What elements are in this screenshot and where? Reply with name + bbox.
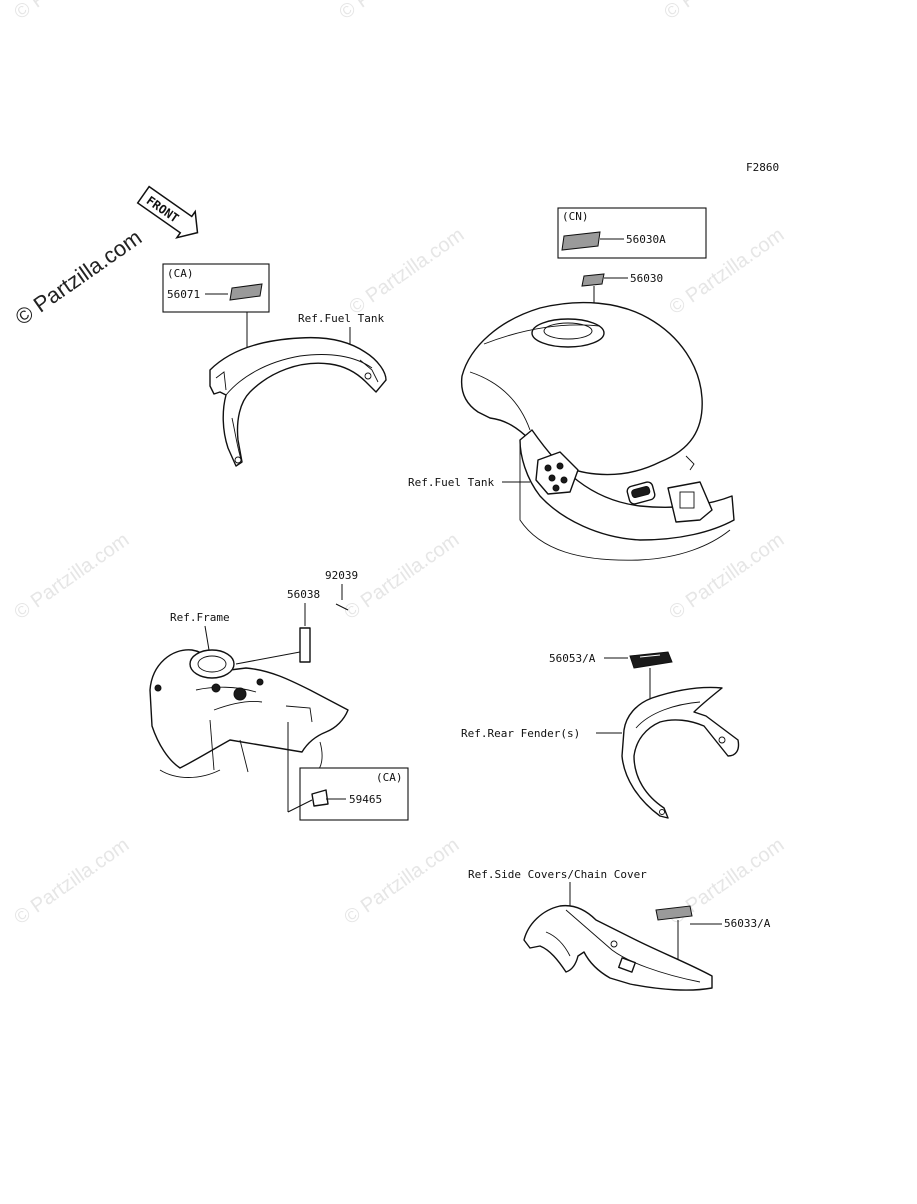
region-ca-label: (CA) bbox=[376, 771, 403, 784]
watermark: © Partzilla.com bbox=[10, 529, 133, 624]
chain-cover-drawing bbox=[523, 904, 713, 991]
decal-59465-icon bbox=[311, 789, 329, 807]
corner-watermark: © Partzilla.com bbox=[11, 225, 147, 331]
cn-label-group: (CN) 56030A bbox=[557, 207, 707, 259]
region-cn-label: (CN) bbox=[562, 210, 589, 223]
decal-56030-icon bbox=[581, 273, 605, 287]
decal-56053A-icon bbox=[629, 651, 673, 669]
watermark: © Partzilla.com bbox=[660, 0, 783, 24]
watermark: © Partzilla.com bbox=[665, 529, 788, 624]
decal-56033A-icon bbox=[655, 905, 693, 921]
figure-code: F2860 bbox=[746, 161, 779, 174]
part-number-56053A[interactable]: 56053/A bbox=[549, 652, 596, 665]
part-number-56030[interactable]: 56030 bbox=[630, 272, 663, 285]
watermark: © Partzilla.com bbox=[335, 0, 458, 24]
fuel-tank-cover-drawing bbox=[209, 336, 387, 467]
frame-drawing bbox=[149, 649, 349, 778]
part-number-59465[interactable]: 59465 bbox=[349, 793, 382, 806]
part-number-56030A[interactable]: 56030A bbox=[626, 233, 666, 246]
front-arrow-icon: FRONT bbox=[136, 185, 199, 239]
part-number-56071[interactable]: 56071 bbox=[167, 288, 200, 301]
watermark: © Partzilla.com bbox=[10, 0, 133, 24]
part-number-56033A[interactable]: 56033/A bbox=[724, 917, 771, 930]
rear-fender-drawing bbox=[621, 686, 740, 819]
watermark: © Partzilla.com bbox=[345, 224, 468, 319]
ref-fuel-tank-upper: Ref.Fuel Tank bbox=[298, 312, 384, 325]
ca-label-group-bottom: (CA) 59465 bbox=[287, 767, 409, 821]
watermark: © Partzilla.com bbox=[340, 529, 463, 624]
ref-rear-fender: Ref.Rear Fender(s) bbox=[461, 727, 580, 740]
ref-frame: Ref.Frame bbox=[170, 611, 230, 624]
cn-label-box bbox=[557, 207, 707, 259]
watermark: © Partzilla.com bbox=[340, 834, 463, 929]
decal-56030A-icon bbox=[561, 231, 601, 251]
part-number-92039[interactable]: 92039 bbox=[325, 569, 358, 582]
decal-56071-icon bbox=[229, 283, 263, 301]
region-ca-label: (CA) bbox=[167, 267, 194, 280]
ca-label-group-top: (CA) 56071 bbox=[162, 263, 270, 352]
ref-fuel-tank-lower: Ref.Fuel Tank bbox=[408, 476, 494, 489]
part-number-56038[interactable]: 56038 bbox=[287, 588, 320, 601]
fuel-tank-drawing bbox=[460, 301, 735, 561]
ref-side-covers: Ref.Side Covers/Chain Cover bbox=[468, 868, 647, 881]
watermark: © Partzilla.com bbox=[10, 834, 133, 929]
decal-56038-icon bbox=[299, 627, 311, 663]
